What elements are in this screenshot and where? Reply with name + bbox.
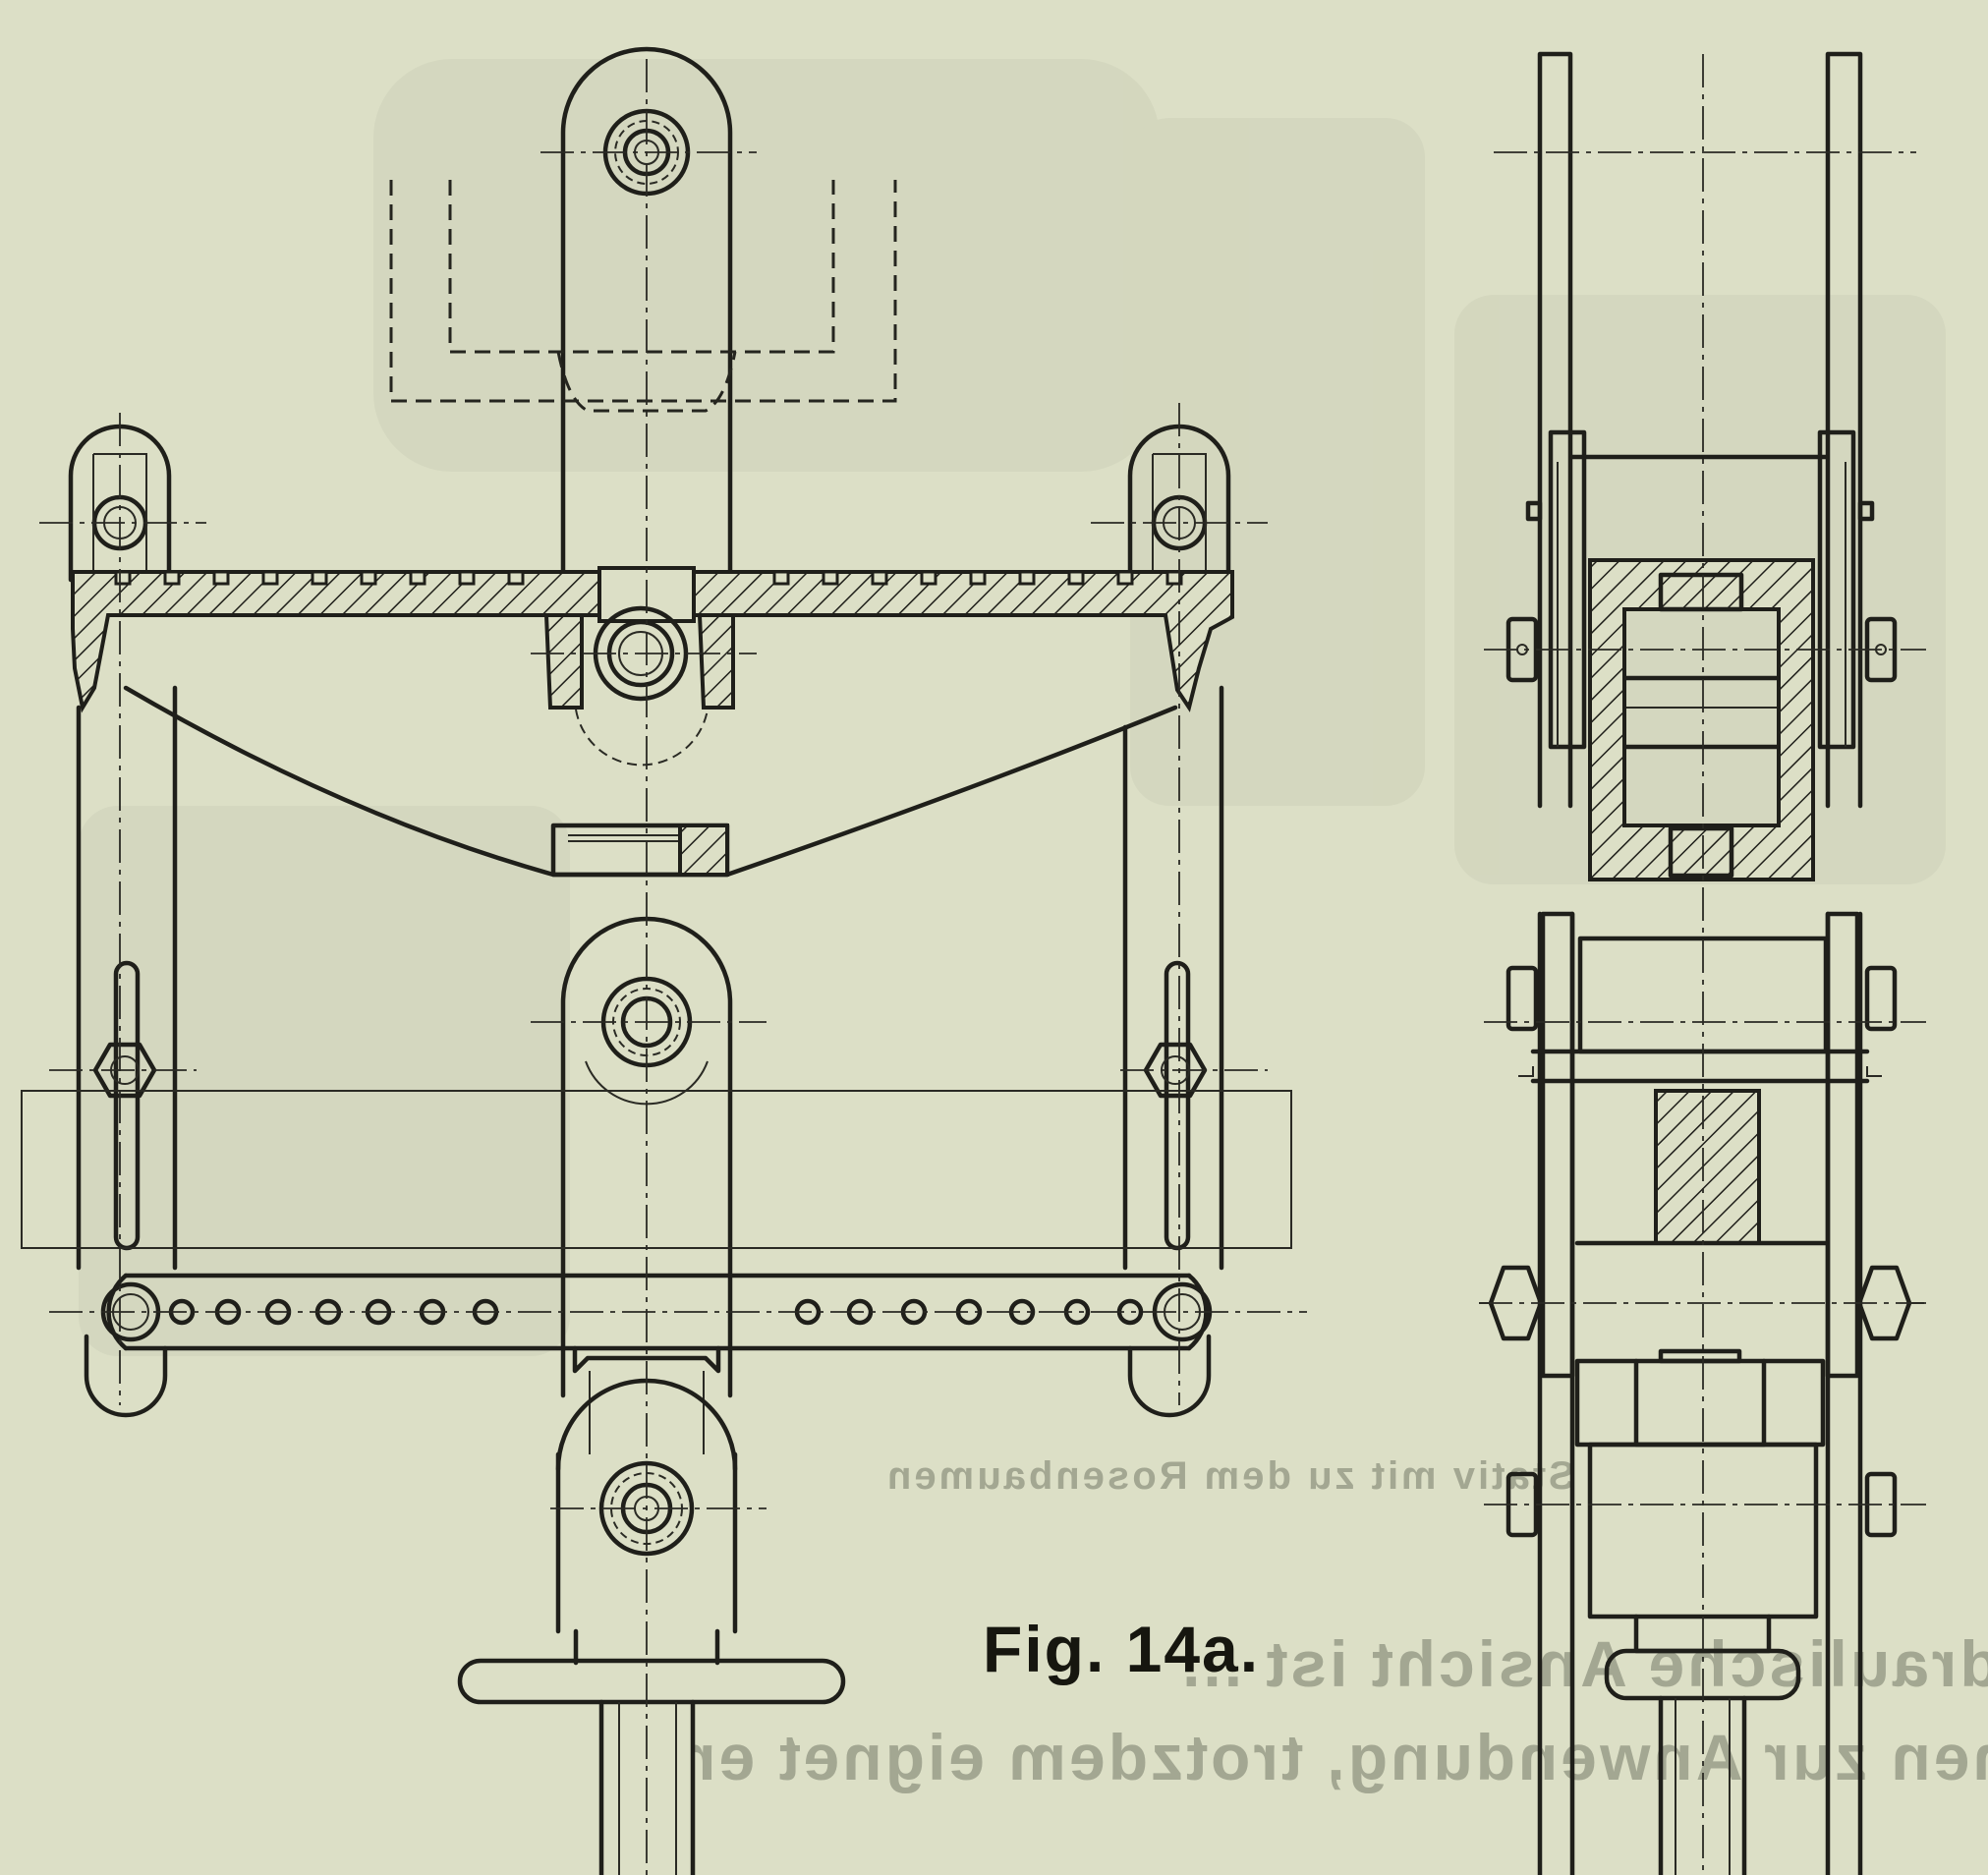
slot-right [1143, 960, 1208, 1251]
side-bars [76, 685, 1224, 1271]
hatched-box-section [1588, 558, 1815, 881]
side-middle-section [1505, 911, 1898, 1875]
center-block [550, 823, 730, 878]
side-elevation [1479, 51, 1926, 1875]
handwheel [457, 1658, 846, 1875]
workpiece-outline [21, 1090, 1292, 1249]
side-centre-lines [1479, 54, 1926, 1875]
front-elevation [21, 46, 1307, 1875]
hanger-plates [1548, 429, 1856, 750]
side-lower-assembly [1574, 1348, 1826, 1875]
perforated-bar [84, 1273, 1213, 1418]
side-plates [1537, 51, 1863, 809]
figure-caption: Fig. 14a. [983, 1613, 1261, 1685]
front-centre-lines [39, 59, 1307, 1875]
dashed-stirrup [389, 180, 897, 413]
toothed-cross-beam [71, 566, 1234, 767]
